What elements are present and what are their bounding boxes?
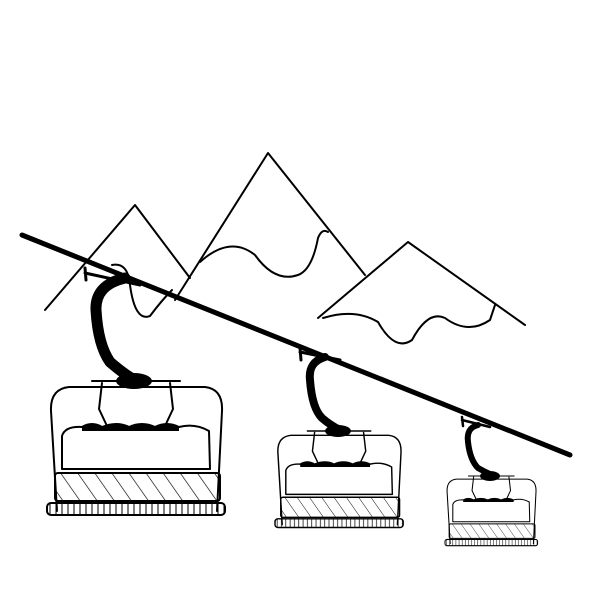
mountains [44, 152, 526, 345]
chair-medium [274, 430, 404, 529]
chair-arms [83, 266, 500, 481]
chair-large [46, 380, 226, 516]
chair-small [444, 475, 539, 547]
cable [19, 232, 573, 458]
